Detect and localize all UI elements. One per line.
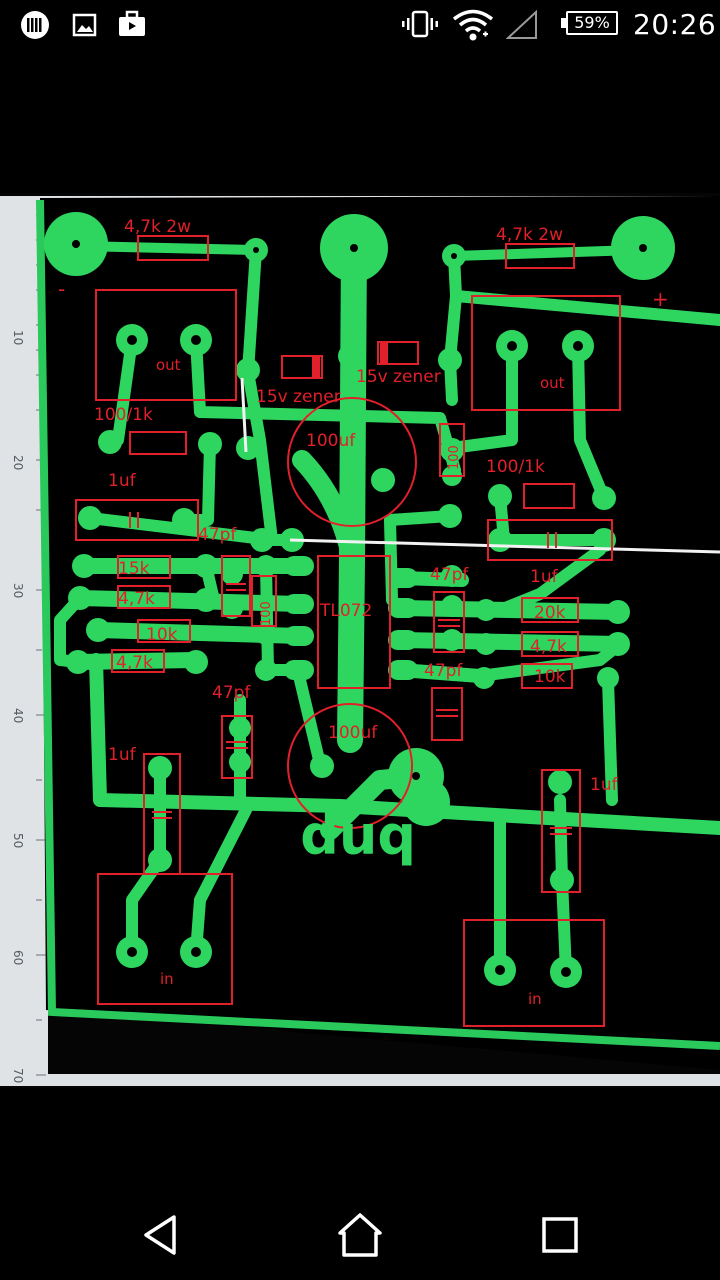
recents-button[interactable]: [534, 1209, 586, 1261]
label-1uf-left: 1uf: [108, 471, 137, 491]
no-signal-icon: [506, 10, 537, 39]
app-circle-icon: [21, 11, 49, 39]
label-15k: 15k: [118, 559, 150, 579]
gallery-icon: [72, 13, 97, 37]
electrolytic-caps: [287, 397, 417, 829]
home-icon: [338, 1213, 382, 1257]
ruler-tick: 50: [11, 833, 25, 848]
ruler-tick: 10: [11, 330, 25, 345]
label-4k7-b: 4,7k: [116, 653, 153, 673]
recents-icon: [542, 1217, 578, 1253]
label-1uf-right: 1uf: [530, 567, 559, 587]
label-plus: +: [652, 287, 669, 311]
label-20k: 20k: [534, 603, 566, 623]
label-r100-vertical-a: 100: [259, 601, 274, 626]
vibrate-icon: [402, 10, 438, 38]
ruler-tick: 30: [11, 583, 25, 598]
battery-tip: [561, 18, 566, 28]
ruler-tick: 40: [11, 708, 25, 723]
ruler-tick: 70: [11, 1068, 25, 1083]
clock: 20:26: [633, 8, 717, 41]
label-in-left: in: [160, 970, 174, 988]
label-47pf-d: 47pf: [212, 683, 251, 703]
label-4k7-c: 4,7k: [530, 637, 567, 657]
label-r-top-left: 4,7k 2w: [124, 217, 191, 237]
back-icon: [144, 1215, 176, 1255]
pad-holes: [72, 240, 647, 977]
home-button[interactable]: [334, 1209, 386, 1261]
battery-indicator: 59%: [566, 11, 618, 35]
jumper-wires: [240, 377, 720, 554]
label-47pf-b: 47pf: [430, 565, 469, 585]
pcb-layout: 10 20 30 40 50 60 70: [0, 193, 720, 1088]
status-bar: 59% 20:26: [0, 0, 720, 50]
label-zener-right: 15v zener: [356, 367, 441, 387]
zener-bands: [312, 342, 388, 378]
silkscreen-labels: 4,7k 2w 4,7k 2w - + out out 15v zener 15…: [58, 217, 669, 1008]
component-outlines: [75, 235, 621, 1027]
label-4k7-a: 4,7k: [118, 589, 155, 609]
pcb-photo: 10 20 30 40 50 60 70: [0, 193, 720, 1088]
label-r-top-right: 4,7k 2w: [496, 225, 563, 245]
ruler-tick: 20: [11, 455, 25, 470]
label-10k-a: 10k: [146, 625, 178, 645]
label-r100-left: 100/1k: [94, 405, 153, 425]
ruler-tick: 60: [11, 950, 25, 965]
label-out-left: out: [156, 356, 181, 374]
navigation-bar: [0, 1185, 720, 1280]
label-47pf-c: 47pf: [424, 661, 463, 681]
label-1uf-in-right: 1uf: [590, 775, 619, 795]
copper-tracks: [54, 233, 720, 978]
label-r100-vertical-b: 100: [447, 445, 462, 470]
label-zener-left: 15v zener: [256, 387, 341, 407]
label-47pf-a: 47pf: [198, 525, 237, 545]
cap-plates: [129, 512, 572, 835]
label-100uf-top: 100uf: [306, 431, 356, 451]
label-out-right: out: [540, 374, 565, 392]
label-r100-right: 100/1k: [486, 457, 545, 477]
board-logo: bnp: [300, 811, 416, 874]
label-minus: -: [58, 277, 65, 301]
label-1uf-in-left: 1uf: [108, 745, 137, 765]
briefcase-icon: [119, 10, 145, 36]
back-button[interactable]: [134, 1209, 186, 1261]
label-10k-b: 10k: [534, 667, 566, 687]
label-in-right: in: [528, 990, 542, 1008]
label-ic: TL072: [319, 601, 372, 621]
label-100uf-bottom: 100uf: [328, 723, 378, 743]
wifi-icon: [452, 9, 494, 41]
